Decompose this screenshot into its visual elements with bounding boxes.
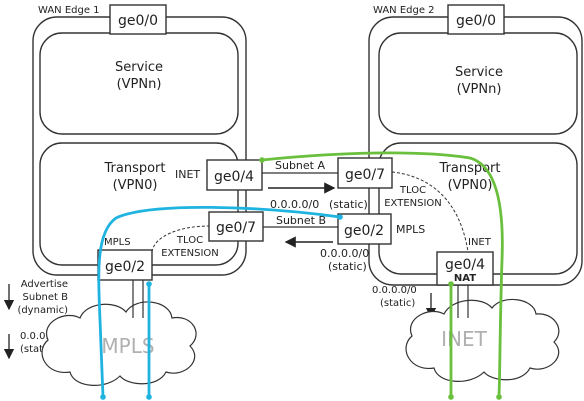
- wan-edge-1-ge0-4-port: [206, 159, 263, 191]
- wan-edge-2-ge0-2-label: ge0/2: [344, 223, 384, 239]
- mpls-cloud: [41, 301, 197, 386]
- wan-edge-2-title: WAN Edge 2: [373, 5, 435, 16]
- wan-edge-1-ge0-7-label: ge0/7: [216, 220, 256, 236]
- wan-edge-1-inet-label: INET: [175, 168, 200, 181]
- mpls-flow-via-tloc-start-dot: [337, 214, 343, 220]
- wan-edge-1-transport-vpn-label: (VPN0): [113, 178, 158, 193]
- inet-flow-direct-end-dot: [448, 394, 454, 400]
- advertise-note-line-1: Advertise: [21, 279, 68, 290]
- right-static-route-type: (static): [380, 298, 415, 309]
- wan-edge-2-service-vpn-label: (VPNn): [457, 82, 502, 97]
- wan-edge-1-title: WAN Edge 1: [38, 5, 100, 16]
- wan-edge-1-ge0-0-port: [109, 4, 167, 35]
- wan-edge-2-ge0-0-port: [447, 4, 505, 35]
- wan-edge-2-ge0-7-port: [337, 157, 393, 189]
- wan-edge-2-ge0-0-label: ge0/0: [456, 13, 496, 29]
- advertise-note-line-2: Subnet B: [23, 292, 69, 303]
- right-static-route-prefix: 0.0.0.0/0: [372, 285, 417, 296]
- left-static-route-type: (static): [20, 344, 55, 355]
- wan-edge-1-transport-label: Transport: [103, 161, 165, 176]
- wan-edge-2-mpls-label: MPLS: [396, 223, 425, 236]
- wan-edge-1-ge0-2-label: ge0/2: [105, 259, 145, 275]
- wan-edge-2-nat-label: NAT: [454, 273, 476, 284]
- subnet-a-label: Subnet A: [275, 159, 325, 172]
- wan-edge-1-ge0-4-label: ge0/4: [214, 169, 254, 185]
- wan-edge-1-ge0-7-port: [208, 211, 264, 242]
- wan-edge-1-ge0-0-label: ge0/0: [118, 13, 158, 29]
- route-b-prefix: 0.0.0.0/0: [320, 247, 369, 260]
- route-a-prefix: 0.0.0.0/0: [270, 198, 319, 211]
- inet-flow-via-tloc-end-dot: [496, 394, 502, 400]
- wan-edge-2-inet-label: INET: [468, 237, 492, 248]
- left-static-route-prefix: 0.0.0.0/0: [20, 331, 65, 342]
- wan-edge-2-ge0-2-port: [337, 213, 392, 245]
- inet-cloud: [405, 298, 560, 382]
- wan-edge-1-service-vpn-label: (VPNn): [117, 77, 162, 92]
- inet-cloud-label: INET: [441, 327, 487, 351]
- route-a-type: (static): [329, 198, 368, 211]
- mpls-flow-via-tloc-end-dot: [100, 394, 106, 400]
- advertise-note-line-3: (dynamic): [17, 305, 68, 316]
- mpls-flow-direct-end-dot: [146, 394, 152, 400]
- wan-edge-1-tloc-extension-label: EXTENSION: [161, 248, 219, 259]
- wan-edge-2-transport-label: Transport: [438, 161, 500, 176]
- inet-flow-via-tloc-path: [261, 151, 504, 398]
- wan-edge-2-transport-vpn-label: (VPN0): [448, 178, 493, 193]
- wan-edge-2-service-label: Service: [455, 65, 503, 80]
- wan-edge-2-ge0-4-label: ge0/4: [445, 257, 485, 273]
- wan-edge-1-tloc-label: TLOC: [176, 235, 203, 246]
- wan-edge-2-tloc-extension-path: [391, 171, 469, 253]
- inet-flow-direct-start-dot: [448, 281, 454, 287]
- route-b-type: (static): [328, 260, 367, 273]
- wan-edge-2-tloc-label: TLOC: [399, 185, 426, 196]
- wan-edge-1-service-label: Service: [115, 60, 163, 75]
- inet-flow-via-tloc-start-dot: [259, 157, 265, 163]
- wan-edge-2-tloc-extension-label: EXTENSION: [384, 198, 442, 209]
- mpls-flow-direct-start-dot: [146, 281, 152, 287]
- wan-edge-1-tloc-extension-path: [151, 225, 210, 253]
- mpls-cloud-label: MPLS: [101, 334, 154, 358]
- mpls-flow-via-tloc-path: [97, 205, 341, 398]
- wan-edge-2-ge0-7-label: ge0/7: [345, 167, 385, 183]
- wan-edge-2-ge0-4-port: [436, 251, 494, 286]
- wan-edge-1-mpls-label: MPLS: [104, 237, 131, 248]
- subnet-b-label: Subnet B: [276, 214, 326, 227]
